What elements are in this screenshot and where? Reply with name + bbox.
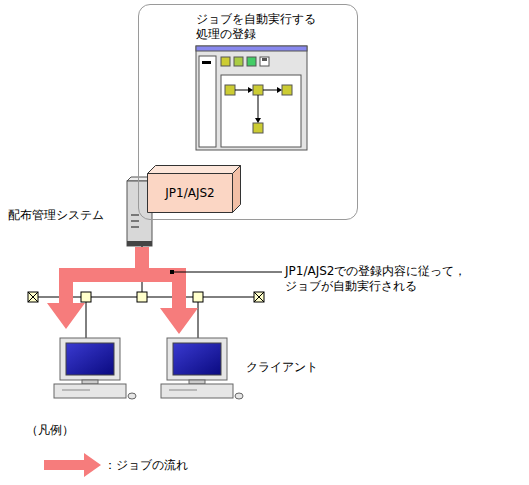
client-computer bbox=[54, 338, 136, 399]
system-label: 配布管理システム bbox=[8, 208, 128, 223]
callout-note: JP1/AJS2での登録内容に従って， ジョブが自動実行される bbox=[285, 264, 503, 294]
node-text: JP1/AJS2 bbox=[147, 186, 233, 201]
group-frame: ジョブを自動実行する 処理の登録 JP1/AJS2 bbox=[138, 4, 358, 220]
legend-heading: （凡例） bbox=[26, 423, 116, 438]
client-label: クライアント bbox=[246, 360, 346, 375]
job-flow-arrow bbox=[47, 247, 198, 334]
legend-arrow bbox=[44, 453, 101, 477]
box-face bbox=[233, 166, 241, 213]
client-computer bbox=[161, 338, 243, 399]
box-face bbox=[148, 166, 241, 174]
node-text: ジョブを自動実行する 処理の登録 bbox=[196, 12, 328, 42]
software-box: JP1/AJS2 bbox=[147, 165, 241, 213]
network-line bbox=[28, 246, 264, 340]
window-illustration bbox=[196, 46, 307, 150]
legend-text: ：ジョブの流れ bbox=[104, 458, 244, 473]
callout-leader bbox=[170, 270, 282, 274]
box-face bbox=[148, 174, 233, 213]
